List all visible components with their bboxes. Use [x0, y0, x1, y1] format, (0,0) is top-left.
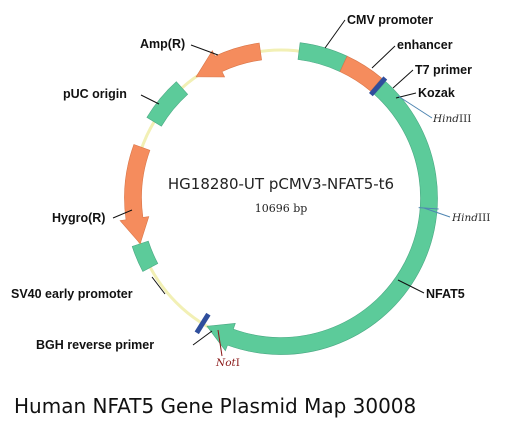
plasmid-size: 10696 bp — [255, 202, 308, 215]
t7-primer-label: T7 primer — [415, 63, 472, 77]
t7-primer-marker[interactable] — [368, 76, 388, 97]
plasmid-map: CMV promoter enhancer T7 primer Kozak Hi… — [11, 13, 490, 369]
bgh-reverse-primer-label: BGH reverse primer — [36, 338, 154, 352]
sv40-early-promoter-label: SV40 early promoter — [11, 287, 133, 301]
amp-label: Amp(R) — [140, 37, 185, 51]
puc-origin-feature[interactable] — [146, 81, 189, 127]
bgh-primer-marker[interactable] — [194, 312, 211, 335]
bgh-leader-line — [192, 330, 213, 346]
amp-leader-line — [190, 44, 219, 56]
not1-label: NotI — [215, 357, 240, 369]
hygro-label: Hygro(R) — [52, 211, 105, 225]
cmv-promoter-feature[interactable] — [297, 42, 348, 72]
plasmid-name: HG18280-UT pCMV3-NFAT5-t6 — [168, 175, 394, 193]
not1-leader-line — [217, 329, 223, 357]
figure-caption: Human NFAT5 Gene Plasmid Map 30008 — [14, 394, 417, 418]
hind3-site-tick — [418, 207, 439, 210]
nfat5-label: NFAT5 — [426, 287, 465, 301]
sv40-promoter-feature[interactable] — [131, 240, 159, 272]
hind3-leader-line-2 — [423, 207, 451, 218]
hygro-leader-line — [112, 209, 133, 219]
cmv-promoter-label: CMV promoter — [347, 13, 433, 27]
t7-leader-line — [392, 69, 414, 89]
sv40-leader-line — [151, 276, 166, 295]
kozak-label: Kozak — [418, 86, 455, 100]
hind3-leader-line-1 — [397, 95, 433, 119]
hind3-label-2: HindIII — [451, 212, 490, 224]
hygro-feature[interactable] — [119, 144, 151, 245]
cmv-leader-line — [324, 19, 346, 49]
enhancer-label: enhancer — [397, 38, 453, 52]
nfat5-feature[interactable] — [206, 81, 438, 355]
hind3-label-1: HindIII — [432, 113, 471, 125]
nfat5-leader-line — [397, 279, 425, 294]
puc-leader-line — [140, 94, 160, 105]
amp-feature[interactable] — [195, 42, 262, 78]
puc-origin-label: pUC origin — [63, 87, 127, 101]
enhancer-leader-line — [371, 45, 396, 69]
